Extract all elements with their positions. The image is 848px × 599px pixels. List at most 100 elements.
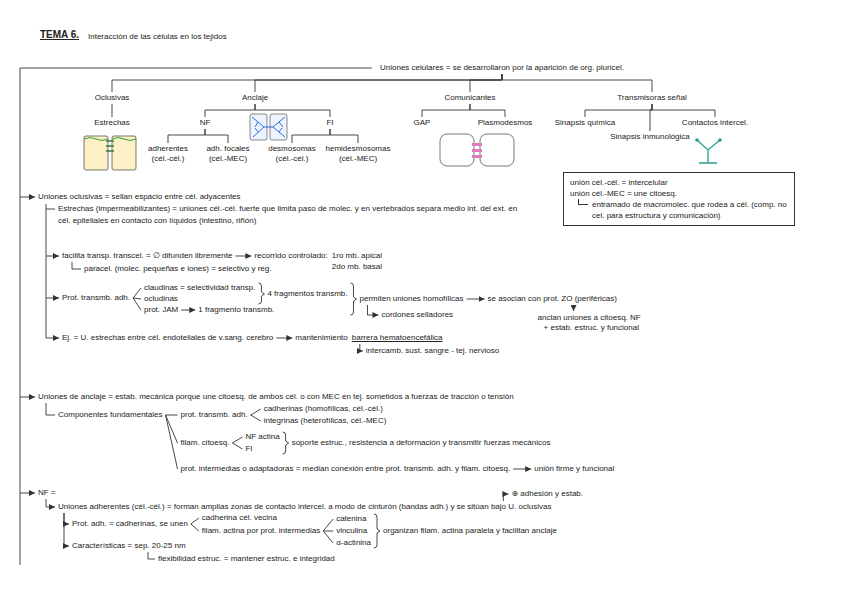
bracket: [350, 283, 356, 315]
note-text: 4 fragmentos transmb.: [267, 289, 347, 299]
note-arrow: [513, 469, 531, 470]
note-text: α-actinina: [336, 538, 371, 548]
fork-line: [232, 437, 242, 443]
note-arrow: [276, 338, 292, 339]
node-text: Comunicantes: [444, 93, 495, 103]
tree-connector: [330, 129, 358, 143]
note-text: facilita transp. transcel. = ∅ difunden …: [62, 251, 232, 261]
node-text: desmosomas: [268, 144, 316, 154]
note-text: cordones selladores: [381, 310, 453, 320]
note-text: vinculina: [336, 526, 367, 536]
note-text: soporte estruc., resistencia a deformaci…: [292, 438, 551, 448]
fork-line: [323, 531, 333, 532]
node-text: hemidesmosomas: [326, 144, 391, 154]
tree-node: Oclusivas: [93, 92, 132, 104]
tree-node: hemidesmosomas(cél.-MEC): [324, 143, 393, 165]
tree-connector: [205, 129, 228, 143]
tight-junction-figure: [84, 136, 136, 170]
note-text: unión firme y funcional: [534, 464, 614, 474]
node-text: GAP: [414, 118, 431, 128]
elbow-line: [64, 513, 69, 546]
fork-line: [166, 415, 178, 469]
note-text: ⊕ adhesión y estab.: [511, 489, 583, 499]
tree-node: Sinapsis química: [553, 117, 617, 129]
cell-shape: [84, 136, 108, 170]
sub-arrow: [46, 338, 59, 339]
elbow-line: [148, 552, 155, 559]
note-text: Uniones oclusivas = sellan espacio entre…: [38, 192, 241, 202]
sub-spine: [46, 204, 55, 338]
node-text: FI: [326, 118, 333, 128]
note-text: catenina: [336, 514, 366, 524]
node-text: (cél.-cél.): [268, 154, 316, 164]
note-text: filam. citoesq.: [181, 438, 230, 448]
node-text: entramado de macromolec. que rodea a cél…: [570, 199, 788, 221]
node-text: (cél.-cél.): [148, 154, 188, 164]
note-text: FI: [245, 444, 252, 454]
fork-line: [251, 415, 261, 421]
node-text: Anclaje: [242, 93, 268, 103]
anchoring-figure: [250, 114, 287, 140]
section-arrow: [20, 397, 35, 398]
note-text: 1ro mb. apical: [332, 251, 382, 261]
note-box: unión cél.-cél. = intercelularunión cél.…: [563, 172, 795, 226]
tree-node: Comunicantes: [442, 92, 497, 104]
tree-connector: [470, 104, 505, 117]
fork-line: [191, 518, 199, 524]
section-arrow: [20, 197, 35, 198]
note-arrow: [235, 256, 251, 257]
main-spine: [20, 68, 372, 565]
note-text: ocludinas: [144, 294, 178, 304]
note-text: mantenimiento: [295, 333, 347, 343]
bracket: [258, 283, 264, 304]
note-text: permiten uniones homofílicas: [359, 294, 463, 304]
tree-connectors: [112, 74, 715, 143]
note-text: se asocian con prot. ZO (periféricas): [488, 294, 617, 304]
tree-node: GAP: [412, 117, 433, 129]
note-text: Uniones de anclaje = estab. mecánica por…: [38, 392, 514, 402]
fork-line: [166, 415, 178, 443]
channel: [472, 143, 482, 146]
note-text: claudinas = selectividad transp.: [144, 283, 255, 293]
tree-node: Anclaje: [240, 92, 270, 104]
tree-node: FI: [324, 117, 335, 129]
note-text: barrera hematoencefálica: [352, 333, 443, 343]
note-text: cadherinas (homofílicas, cél.-cél.): [264, 404, 383, 414]
node-text: unión cél.-cél. = intercelular: [570, 177, 788, 188]
contact-figure: [695, 138, 722, 163]
note-text: cadherina cél. vecina: [202, 513, 277, 523]
elbow-line: [46, 403, 55, 415]
fork-line: [323, 531, 333, 543]
tree-connector: [112, 74, 502, 92]
fork-line: [133, 288, 141, 298]
node-text: Sinapsis inmunológica: [610, 132, 690, 142]
note-text: Uniones adherentes (cél.-cél.) = forman …: [58, 502, 551, 512]
note-text: NF actina: [245, 432, 279, 442]
fork-line: [323, 519, 333, 531]
note-arrow: [503, 494, 508, 501]
gap-junction-figure: [440, 134, 514, 166]
note-text: NF =: [38, 488, 56, 498]
tree-node: Transmisoras señal: [615, 92, 689, 104]
note-text: Prot. transmb. adh.: [62, 293, 130, 303]
node-text: adh. focales: [206, 144, 249, 154]
filament-network: [252, 117, 285, 137]
note-text: 1 fragmento transmb.: [198, 305, 274, 315]
tree-node: Plasmodesmos: [476, 117, 535, 129]
fork-line: [133, 298, 141, 299]
tree-connector: [168, 129, 205, 143]
node-text: Oclusivas: [95, 93, 130, 103]
tree-connector: [652, 104, 715, 117]
note-text: intercamb. sust. sangre - tej. nervioso: [366, 346, 499, 356]
node-text: Sinapsis química: [555, 118, 615, 128]
note-text: recorrido controlado:: [254, 251, 327, 261]
node-text: unión cél.-MEC = une citoesq.: [570, 188, 788, 199]
section-arrow: [20, 493, 35, 494]
elbow-line: [360, 344, 363, 351]
note-text: Características = sep. 20-25 nm: [72, 541, 186, 551]
node-text: (cél.-MEC): [206, 154, 249, 164]
node-text: adherentes: [148, 144, 188, 154]
cell-shape: [440, 134, 474, 166]
note-text: integrinas (heterofílicas, cél.-MEC): [264, 416, 387, 426]
node-text: Transmisoras señal: [617, 93, 687, 103]
